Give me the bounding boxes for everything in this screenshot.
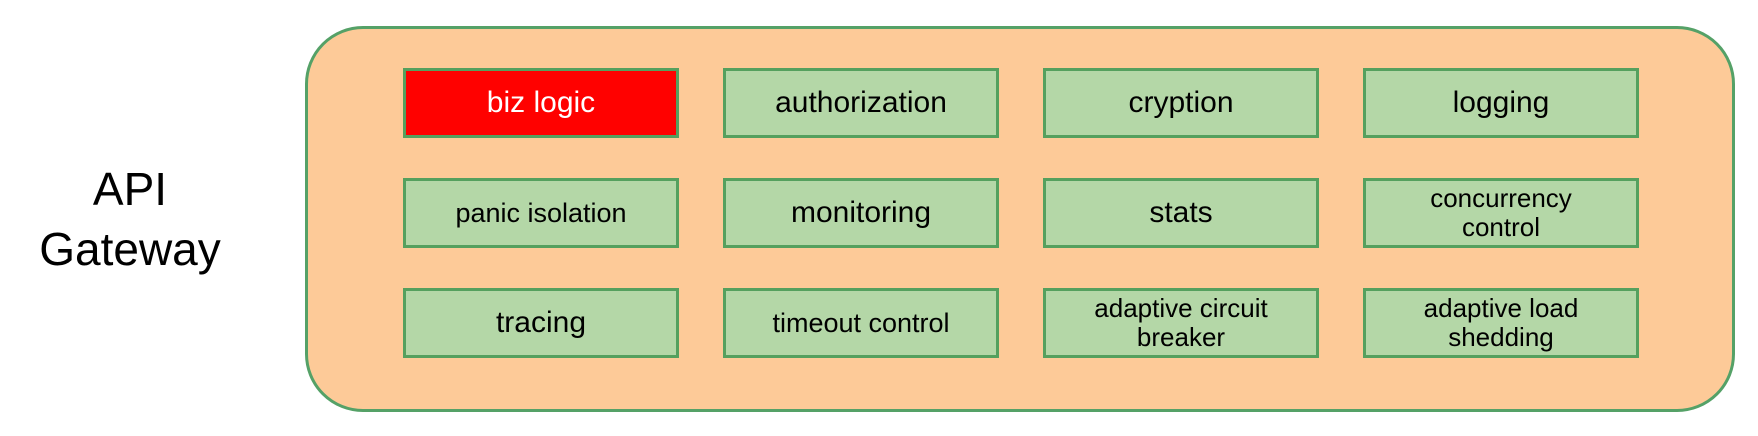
module-box-cryption: cryption (1043, 68, 1319, 138)
module-box-biz-logic: biz logic (403, 68, 679, 138)
module-grid: biz logic authorization cryption logging… (403, 68, 1639, 358)
module-box-authorization: authorization (723, 68, 999, 138)
module-box-adaptive-load-shedding: adaptive load shedding (1363, 288, 1639, 358)
module-box-panic-isolation: panic isolation (403, 178, 679, 248)
module-box-timeout-control: timeout control (723, 288, 999, 358)
module-box-tracing: tracing (403, 288, 679, 358)
module-box-logging: logging (1363, 68, 1639, 138)
module-box-stats: stats (1043, 178, 1319, 248)
api-gateway-container: biz logic authorization cryption logging… (305, 26, 1735, 412)
api-gateway-title: API Gateway (39, 163, 221, 275)
module-box-monitoring: monitoring (723, 178, 999, 248)
module-box-adaptive-circuit-breaker: adaptive circuit breaker (1043, 288, 1319, 358)
module-box-concurrency-control: concurrency control (1363, 178, 1639, 248)
